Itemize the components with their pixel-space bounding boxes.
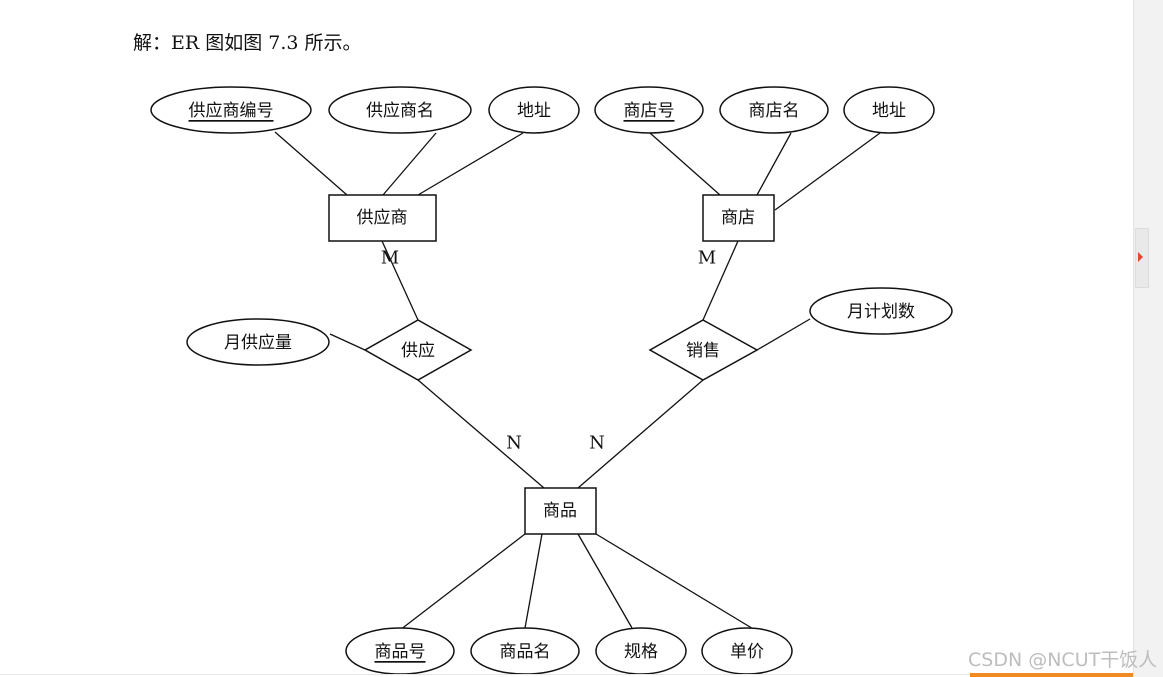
bottom-divider (0, 674, 1133, 675)
edge-supplier-name (382, 132, 437, 196)
cardinality-store-sale: M (698, 248, 716, 269)
attribute-product-spec-label: 规格 (624, 642, 658, 662)
attribute-store-name: 商店名 (719, 86, 829, 134)
cardinality-product-supply: N (506, 433, 522, 454)
cardinality-supplier-supply: M (381, 248, 399, 269)
edge-sale-product (577, 379, 704, 489)
attribute-supplier-address: 地址 (488, 86, 580, 134)
side-scroll-strip[interactable] (1133, 0, 1163, 677)
edge-product-id (399, 533, 526, 631)
relationship-sale-label: 销售 (686, 341, 720, 361)
attribute-store-name-label: 商店名 (749, 101, 800, 121)
entity-store-label: 商店 (721, 208, 755, 228)
attribute-product-spec: 规格 (595, 627, 687, 675)
edge-supply-monthly-supply (329, 333, 366, 351)
attribute-product-price-label: 单价 (730, 642, 764, 662)
attribute-monthly-plan: 月计划数 (809, 287, 953, 335)
intro-text: 解：ER 图如图 7.3 所示。 (133, 32, 362, 54)
bottom-accent-bar (970, 673, 1133, 677)
cardinality-product-sale: N (589, 433, 605, 454)
relationship-sale: 销售 (648, 319, 759, 381)
edge-store-address (774, 132, 881, 211)
attribute-supplier-id-label: 供应商编号 (189, 101, 274, 121)
watermark: CSDN @NCUT干饭人 (968, 649, 1158, 671)
attribute-product-name-label: 商品名 (500, 642, 551, 662)
attribute-store-address-label: 地址 (872, 101, 906, 121)
attribute-store-id: 商店号 (594, 86, 704, 134)
edge-product-price (595, 533, 756, 631)
entity-product-label: 商品 (543, 501, 577, 521)
edge-product-spec (577, 533, 633, 629)
attribute-product-name: 商品名 (470, 627, 580, 675)
relationship-supply-label: 供应 (401, 341, 435, 361)
attribute-product-id-label: 商品号 (375, 642, 426, 662)
attribute-supplier-name: 供应商名 (328, 86, 472, 134)
attribute-monthly-supply-label: 月供应量 (224, 333, 292, 353)
attribute-monthly-plan-label: 月计划数 (847, 302, 915, 322)
attribute-monthly-supply: 月供应量 (186, 318, 330, 366)
edge-store-name (756, 132, 792, 196)
attribute-supplier-name-label: 供应商名 (366, 101, 434, 121)
attribute-supplier-id: 供应商编号 (150, 86, 312, 134)
relationship-supply: 供应 (363, 319, 473, 381)
edge-supply-product (417, 379, 545, 489)
edge-supplier-address (417, 132, 524, 196)
attribute-product-price: 单价 (701, 627, 793, 675)
edge-store-id (649, 132, 721, 196)
edge-supplier-supply (381, 240, 419, 321)
entity-store: 商店 (702, 194, 775, 242)
er-diagram: 供应商 商店 商品 供应 销售 供应商编号 供应商名 地址 商店号 商店名 地址 (150, 86, 953, 675)
entity-product: 商品 (524, 487, 597, 535)
expand-arrow-icon[interactable] (1138, 252, 1143, 262)
edge-supplier-id (274, 131, 348, 196)
attribute-store-id-label: 商店号 (624, 101, 675, 121)
edge-store-sale (702, 240, 739, 321)
entity-supplier: 供应商 (328, 194, 437, 242)
attribute-product-id: 商品号 (345, 627, 455, 675)
attribute-store-address: 地址 (843, 86, 935, 134)
attribute-supplier-address-label: 地址 (517, 101, 551, 121)
edge-product-name (524, 533, 543, 629)
edges (274, 131, 881, 631)
entity-supplier-label: 供应商 (357, 208, 408, 228)
edge-sale-monthly-plan (756, 318, 811, 351)
